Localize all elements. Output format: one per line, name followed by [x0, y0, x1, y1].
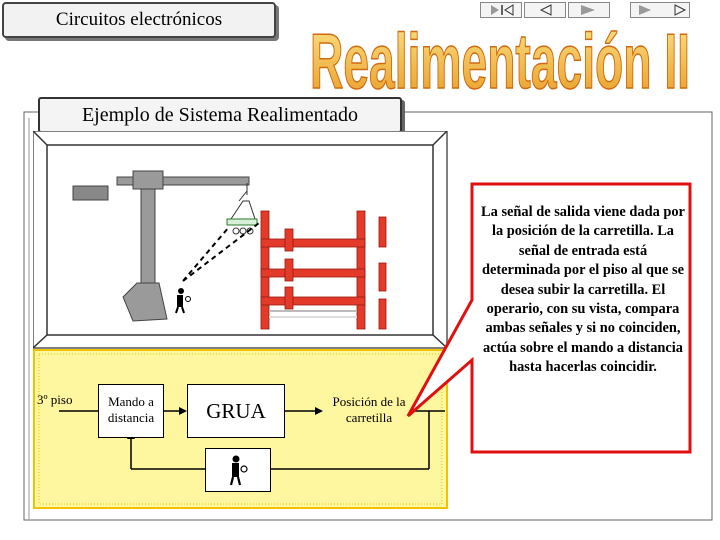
callout-text: La señal de salida viene dada por la pos…: [478, 203, 688, 378]
crane-block: GRUA: [187, 384, 285, 438]
operator-icon: [207, 449, 269, 489]
remote-control-label: Mando a distancia: [108, 394, 154, 425]
crane-block-label: GRUA: [206, 399, 266, 423]
crane-tower: [141, 189, 155, 289]
remote-control-block: Mando a distancia: [98, 384, 164, 438]
input-label: 3º piso: [37, 392, 97, 408]
section-title: Ejemplo de Sistema Realimentado: [38, 97, 402, 133]
operator-block: [205, 448, 271, 492]
crane-illustration: [33, 131, 448, 349]
crane-counterweight: [73, 186, 108, 200]
